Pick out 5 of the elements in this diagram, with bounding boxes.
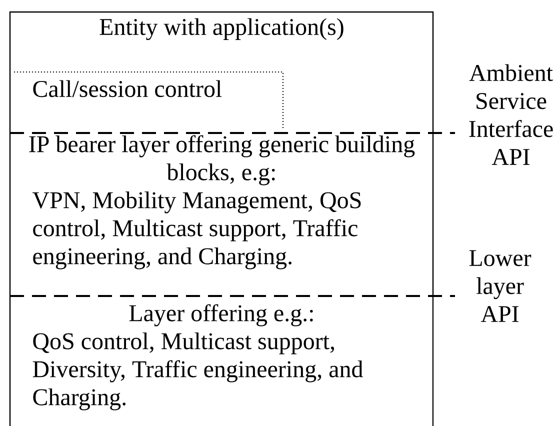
layer-box: IP bearer layer offering generic building blocks, e.g: VPN, Mobility Management, QoS control, Multicast support, Traffic engineering, and Charging. [9, 133, 434, 296]
api-label: Lower layer API [469, 250, 532, 322]
layer-box: Layer offering e.g.: QoS control, Multicast support, Diversity, Traffic engineering, and Charging. [9, 296, 434, 426]
dotted-box: Call/session control [14, 72, 284, 128]
api-label: Ambient Service Interface API [469, 64, 553, 165]
